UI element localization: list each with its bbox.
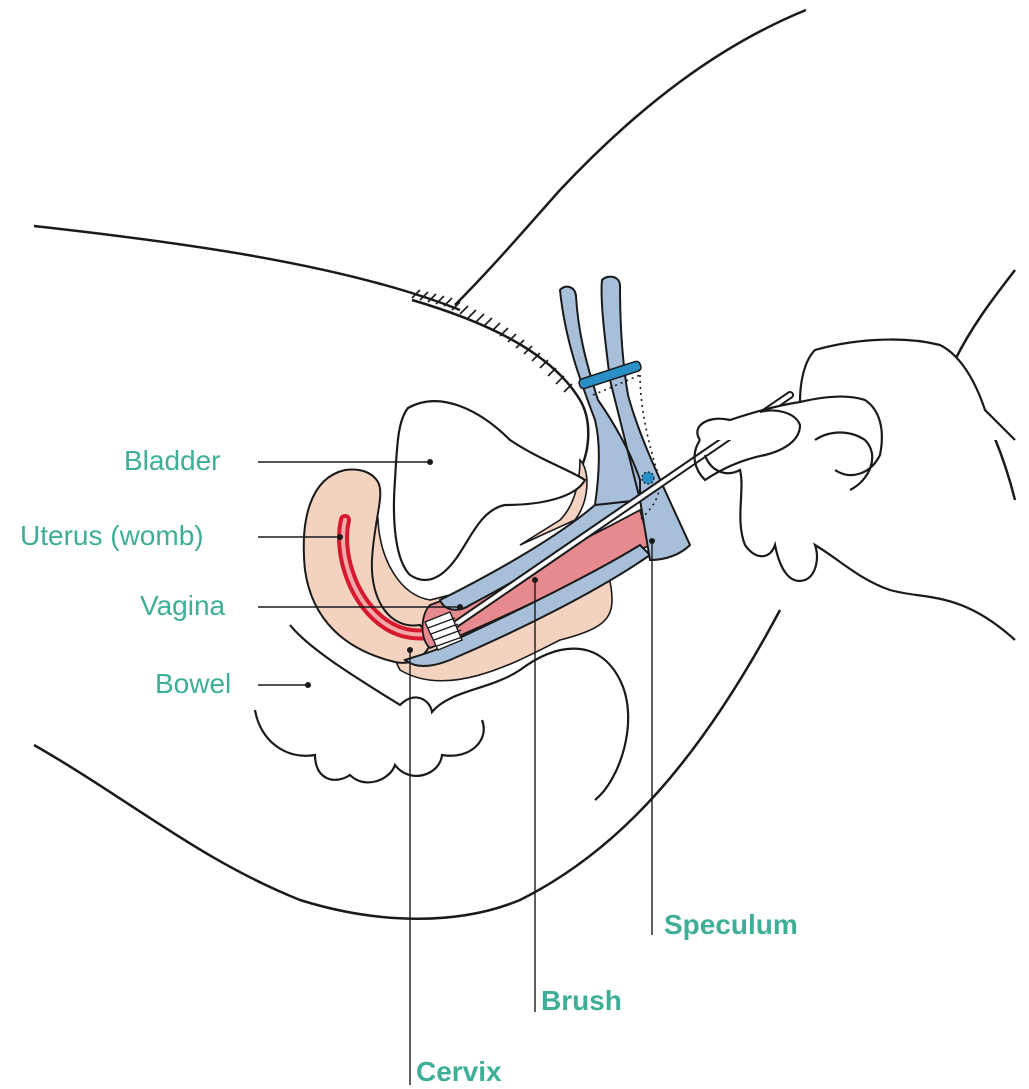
label-uterus: Uterus (womb) (20, 522, 204, 550)
pubic-hair (412, 290, 572, 392)
label-vagina: Vagina (140, 592, 225, 620)
label-brush: Brush (541, 987, 622, 1015)
speculum-pivot (642, 472, 654, 484)
back-outline (34, 226, 460, 310)
hand (697, 340, 1015, 640)
abdomen-outline (455, 10, 806, 305)
thigh-outline (955, 270, 1015, 360)
label-bowel: Bowel (155, 670, 231, 698)
label-bladder: Bladder (124, 447, 221, 475)
label-speculum: Speculum (664, 911, 798, 939)
label-cervix: Cervix (416, 1058, 502, 1086)
